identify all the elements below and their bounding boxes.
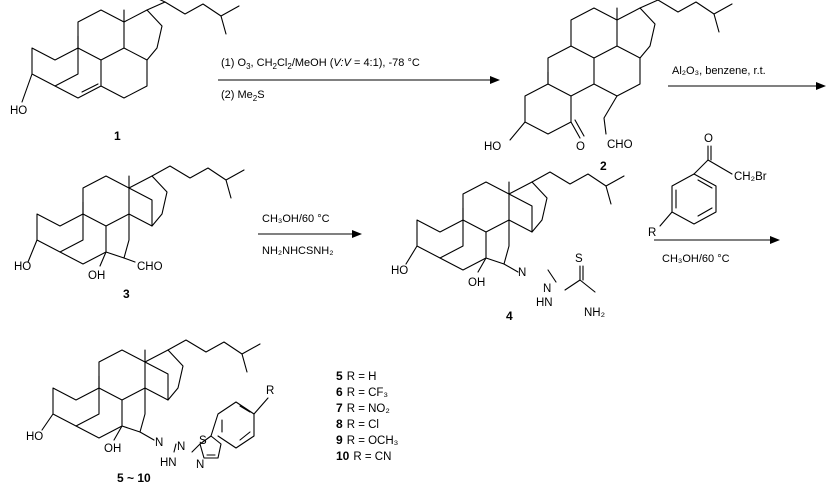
thiazole-n-label: N	[196, 459, 204, 471]
ho-label-3: HO	[14, 261, 31, 273]
imine-n-label-5-10: N	[155, 437, 163, 449]
imine-n-label-4: N	[518, 267, 526, 279]
ketone-o-label: O	[576, 141, 585, 153]
r-group-list: 5 R = H 6 R = CF₃ 7 R = NO₂ 8 R = Cl 9 R = OC…	[336, 369, 399, 463]
svg-text:10R = CN: 10R = CN	[336, 449, 391, 463]
r-group-num: 7	[336, 401, 343, 415]
arrow-step-3	[258, 230, 362, 238]
svg-text:6R = CF₃: 6 R = CF₃	[336, 385, 388, 399]
r-group-label: R = H	[347, 371, 377, 383]
hydrazone-n-label-5-10: N	[177, 441, 185, 453]
ho-label-2: HO	[484, 141, 501, 153]
hydrazone-n-label-4: N	[543, 283, 551, 295]
hn-label-5-10: HN	[160, 457, 177, 469]
compound-1-structure	[21, 0, 240, 103]
ho-label-1: HO	[10, 105, 27, 117]
compound-label-5-10: 5 ~ 10	[117, 471, 151, 485]
r-group-label: R = NO₂	[347, 403, 390, 415]
step-3-condition-line-2: NH₂NHCSNH₂	[262, 245, 333, 257]
reagent-phenacyl-bromide	[659, 145, 733, 227]
ho-label-5-10: HO	[26, 431, 43, 443]
hn-label-4: HN	[536, 297, 553, 309]
arrow-step-1	[218, 76, 500, 84]
svg-text:7R = NO₂: 7 R = NO₂	[336, 401, 390, 415]
r-group-label: R = OCH₃	[347, 435, 399, 447]
oh-label-4: OH	[468, 277, 485, 289]
step-1-condition-line-2: (2) Me2S	[221, 89, 265, 103]
nh2-label-4: NH₂	[584, 307, 605, 319]
compound-label-3: 3	[123, 287, 130, 301]
compound-3-structure	[27, 165, 245, 267]
step-4-condition: CH₃OH/60 °C	[662, 253, 730, 265]
ho-label-4: HO	[391, 265, 408, 277]
step-1-condition-line-1: (1) O3, CH2Cl2/MeOH (V:V = 4:1), -78 °C	[221, 57, 420, 71]
step-3-condition-line-1: CH₃OH/60 °C	[262, 213, 330, 225]
r-group-num: 9	[336, 433, 343, 447]
cho-label-3: CHO	[137, 261, 163, 273]
r-group-num: 5	[336, 369, 343, 383]
svg-text:8R = Cl: 8 R = Cl	[336, 417, 379, 431]
reagent-ch2br-label: CH₂Br	[734, 171, 767, 183]
oh-label-5-10: OH	[104, 443, 121, 455]
r-group-num: 8	[336, 417, 343, 431]
thiazole-s-label: S	[199, 435, 207, 447]
svg-text:9R = OCH₃: 9 R = OCH₃	[336, 433, 399, 447]
r-group-label: R = Cl	[347, 419, 379, 431]
svg-text:5R = H: 5 R = H	[336, 369, 376, 383]
arrow-step-4	[654, 236, 780, 244]
r-group-num: 10	[336, 449, 350, 463]
compound-label-4: 4	[506, 309, 513, 323]
step-2-condition: Al₂O₃, benzene, r.t.	[672, 65, 766, 77]
compound-label-1: 1	[114, 129, 121, 143]
cho-label-2: CHO	[607, 139, 633, 151]
reagent-r-label: R	[648, 227, 656, 239]
r-group-label: R = CF₃	[347, 387, 389, 399]
compound-4-structure	[405, 171, 625, 293]
s-label-4: S	[575, 253, 583, 265]
compound-label-2: 2	[600, 159, 607, 173]
reagent-o-label: O	[704, 133, 713, 145]
aryl-r-label: R	[266, 385, 274, 397]
compound-5-10-structure	[41, 339, 269, 459]
r-group-num: 6	[336, 385, 343, 399]
compound-2-structure	[509, 0, 733, 141]
oh-label-3: OH	[88, 270, 105, 282]
r-group-label: R = CN	[353, 451, 391, 463]
arrow-step-2	[668, 82, 826, 90]
